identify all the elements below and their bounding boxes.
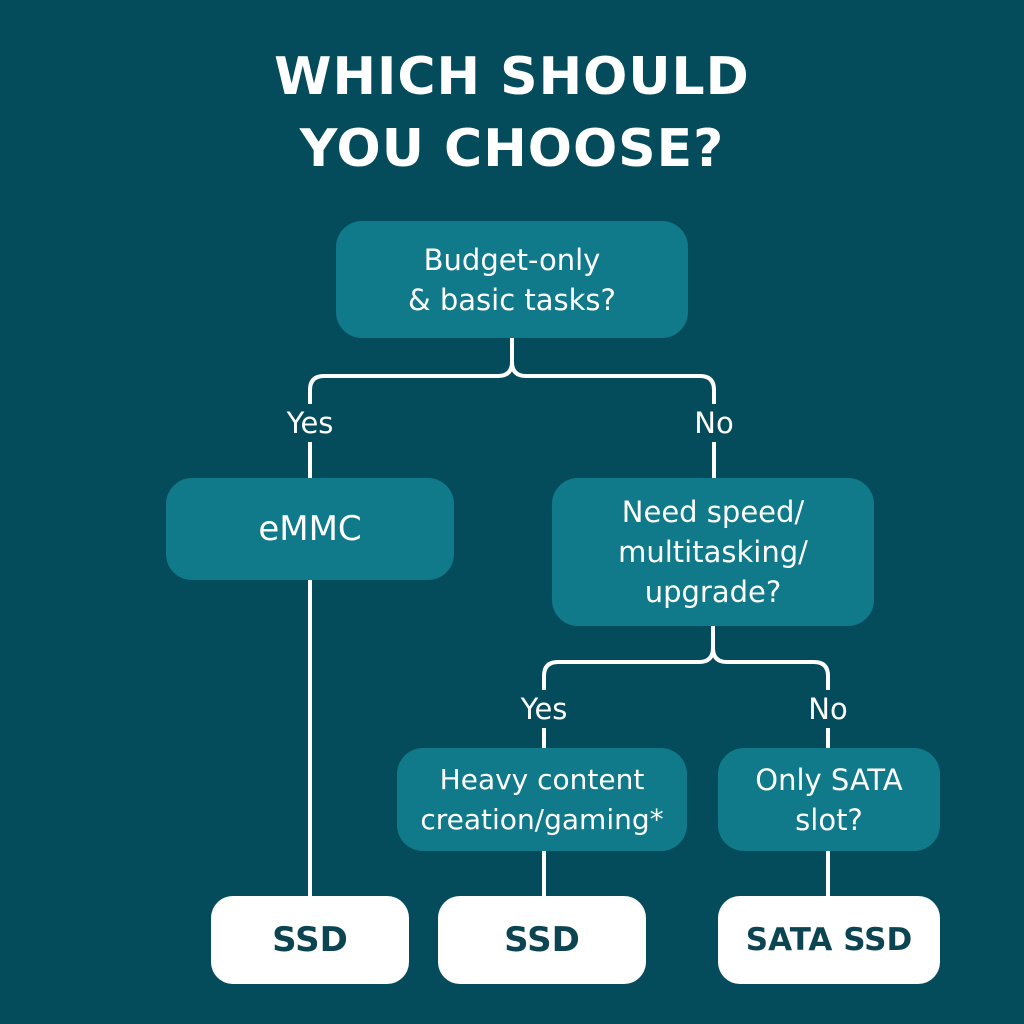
edge-label-speed-yes: Yes bbox=[508, 690, 580, 728]
edge-label-budget-no: No bbox=[680, 404, 748, 442]
connector-speed-split-left bbox=[542, 624, 715, 750]
page-title-line-2: YOU CHOOSE? bbox=[299, 119, 725, 179]
emmc-node: eMMC bbox=[166, 478, 454, 580]
speed-question-node: Need speed/ multitasking/ upgrade? bbox=[552, 478, 874, 626]
page-title-line-1: WHICH SHOULD bbox=[274, 47, 750, 107]
sata-slot-question-node: Only SATA slot? bbox=[718, 748, 940, 851]
budget-question-node: Budget-only & basic tasks? bbox=[336, 221, 688, 338]
connector-budget-split-right bbox=[510, 360, 716, 480]
edge-label-budget-yes: Yes bbox=[274, 404, 346, 442]
ssd-result-middle: SSD bbox=[438, 896, 646, 984]
ssd-result-left: SSD bbox=[211, 896, 409, 984]
connector-speed-split-right bbox=[711, 646, 830, 750]
heavy-content-question-node: Heavy content creation/gaming* bbox=[397, 748, 687, 851]
edge-label-speed-no: No bbox=[794, 690, 862, 728]
sata-ssd-result: SATA SSD bbox=[718, 896, 940, 984]
